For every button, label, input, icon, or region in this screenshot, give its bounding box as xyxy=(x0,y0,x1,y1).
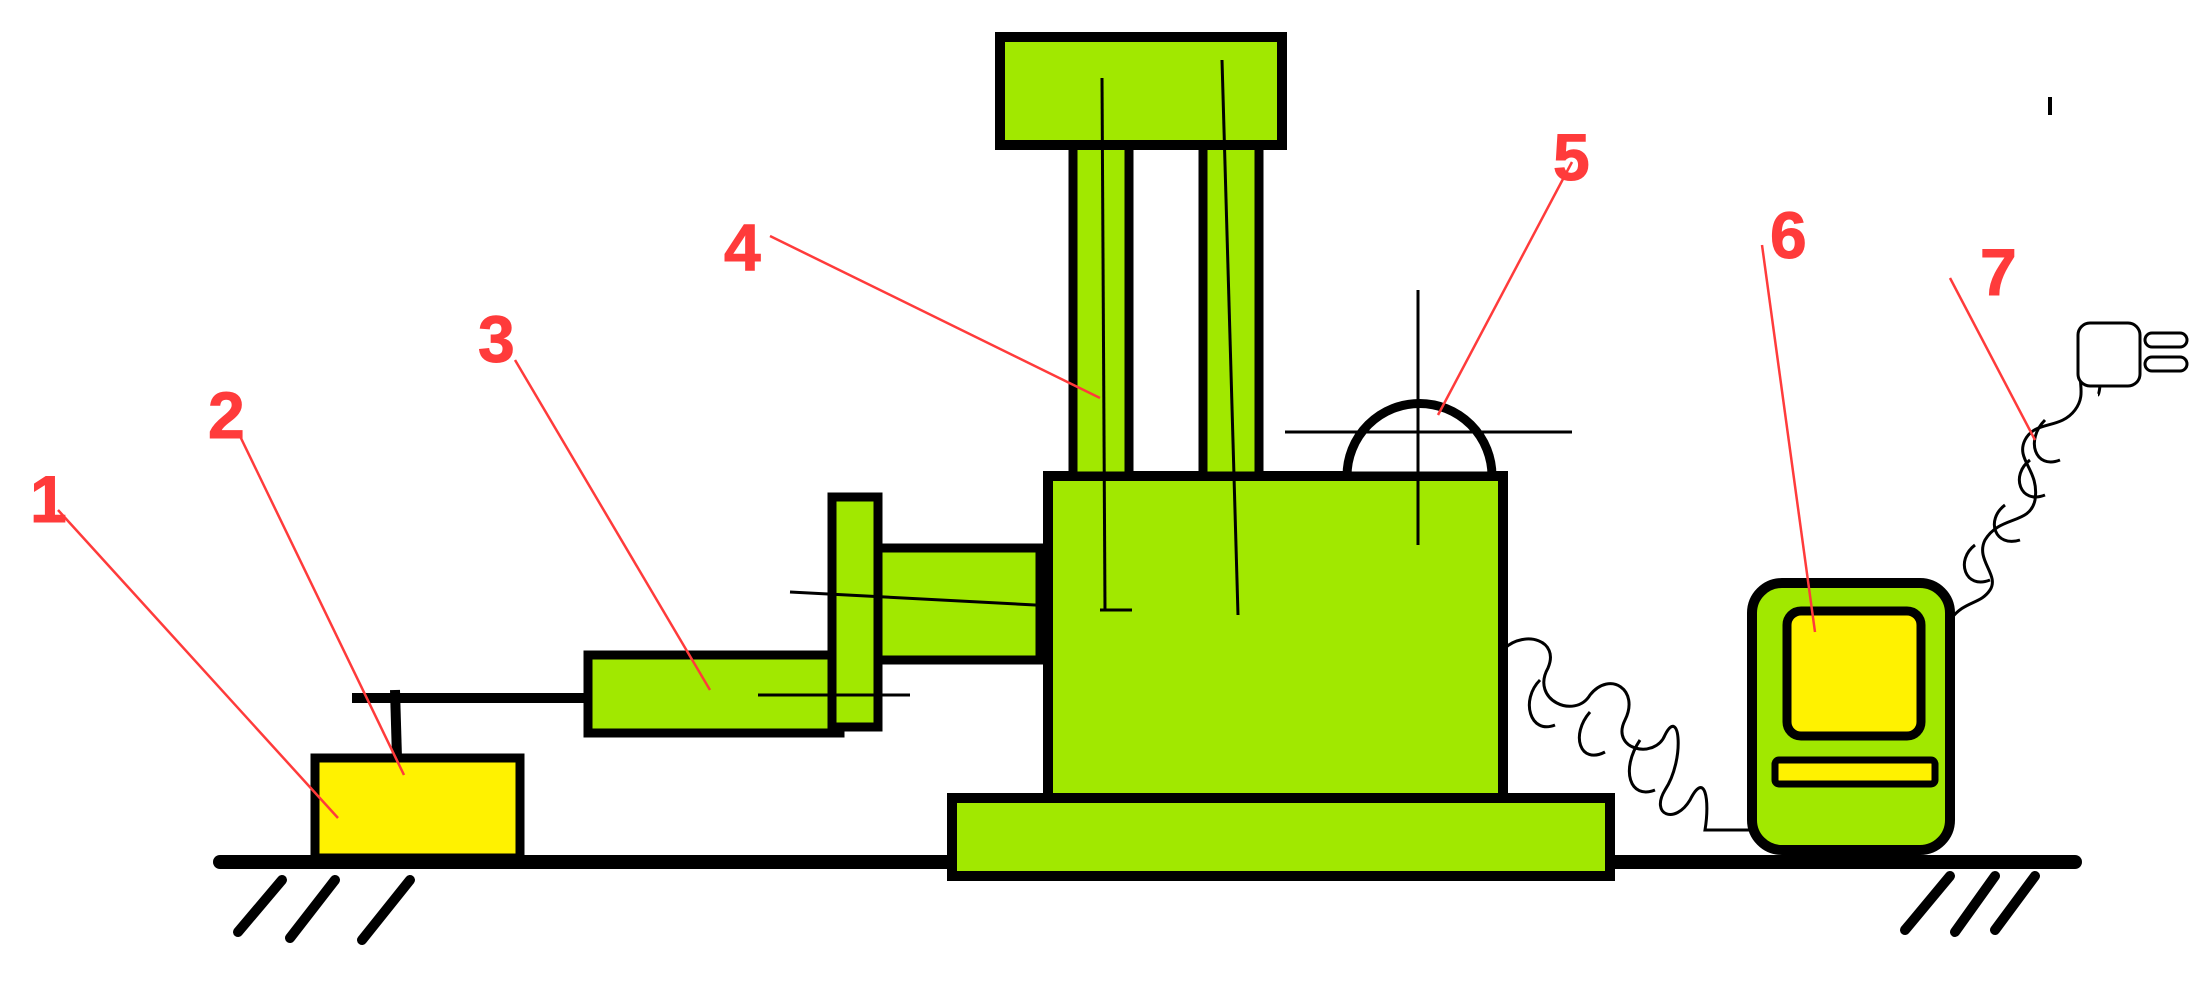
callout-3: 3 xyxy=(478,302,515,376)
leader-5 xyxy=(1436,161,1574,416)
control-monitor xyxy=(1747,578,1955,855)
ground-hatch-left-2 xyxy=(285,875,340,943)
callout-5: 5 xyxy=(1553,120,1590,194)
press-base-plate xyxy=(947,793,1615,881)
callout-7: 7 xyxy=(1980,235,2017,309)
power-cable xyxy=(1948,321,2189,621)
horizontal-cylinder xyxy=(583,492,1131,738)
plug-body xyxy=(2076,321,2142,388)
ground-hatch-right-2 xyxy=(1950,871,2000,937)
dome-sensor xyxy=(1285,290,1572,545)
callout-numbers: 1 2 3 4 5 6 7 xyxy=(30,120,2018,537)
ground-hatch-right-1 xyxy=(1900,871,1955,935)
monitor-slot xyxy=(1771,756,1939,788)
push-rod xyxy=(352,689,592,759)
press-frame xyxy=(947,32,1615,881)
press-top-crossbeam xyxy=(995,32,1287,150)
cylinder-flange xyxy=(827,492,883,732)
press-monitor-cable xyxy=(1503,637,1750,832)
press-monitor-cable-loops xyxy=(1527,678,1656,794)
plug-prong-top xyxy=(2143,331,2189,349)
leader-4 xyxy=(769,234,1101,400)
callout-2: 2 xyxy=(208,378,245,452)
ground-hatch-left-1 xyxy=(233,875,287,937)
leader-lines xyxy=(57,161,2037,819)
column-right-axis xyxy=(1220,59,1240,616)
power-cable-loops xyxy=(1962,418,2061,584)
ground-hatch-left-3 xyxy=(357,875,415,945)
press-main-body xyxy=(1043,471,1508,803)
leader-2 xyxy=(236,431,406,776)
leader-7 xyxy=(1948,277,2037,441)
plug-prong-bottom xyxy=(2143,355,2189,373)
callout-1: 1 xyxy=(30,462,67,536)
press-column-left xyxy=(1068,135,1134,481)
press-column-right xyxy=(1198,135,1264,481)
callout-6: 6 xyxy=(1770,198,1807,272)
column-left-axis xyxy=(1100,77,1107,611)
ground-hatch-right-3 xyxy=(1990,871,2040,935)
monitor-screen xyxy=(1782,606,1926,741)
yellow-block xyxy=(310,753,525,863)
leader-3 xyxy=(513,359,712,691)
callout-4: 4 xyxy=(724,210,761,284)
leader-6 xyxy=(1760,244,1817,633)
leader-1 xyxy=(57,509,339,819)
